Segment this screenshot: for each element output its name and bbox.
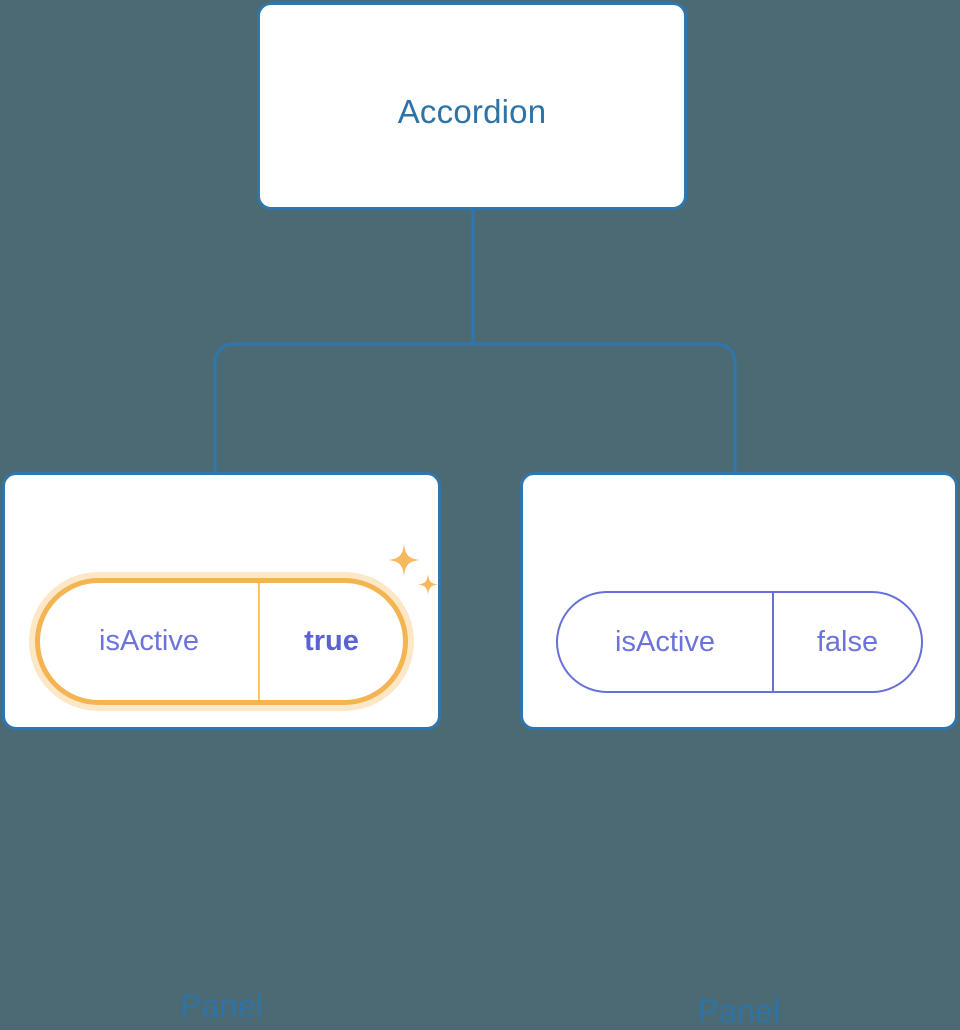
prop-pill-isactive-false[interactable]: isActive false	[556, 591, 923, 693]
node-panel-right-title: Panel	[697, 993, 781, 1029]
prop-value-label: true	[258, 583, 403, 700]
prop-value-label: false	[772, 593, 921, 691]
node-panel-left-title: Panel	[180, 988, 263, 1024]
node-accordion-title: Accordion	[397, 93, 547, 130]
prop-pill-isactive-true[interactable]: isActive true	[35, 578, 408, 705]
prop-key-label: isActive	[615, 625, 715, 658]
connector-to-right-panel	[473, 342, 737, 473]
tree-connectors	[213, 208, 737, 473]
node-accordion[interactable]: Accordion	[257, 2, 687, 210]
connector-to-left-panel	[213, 342, 473, 473]
prop-key-label: isActive	[99, 625, 199, 657]
